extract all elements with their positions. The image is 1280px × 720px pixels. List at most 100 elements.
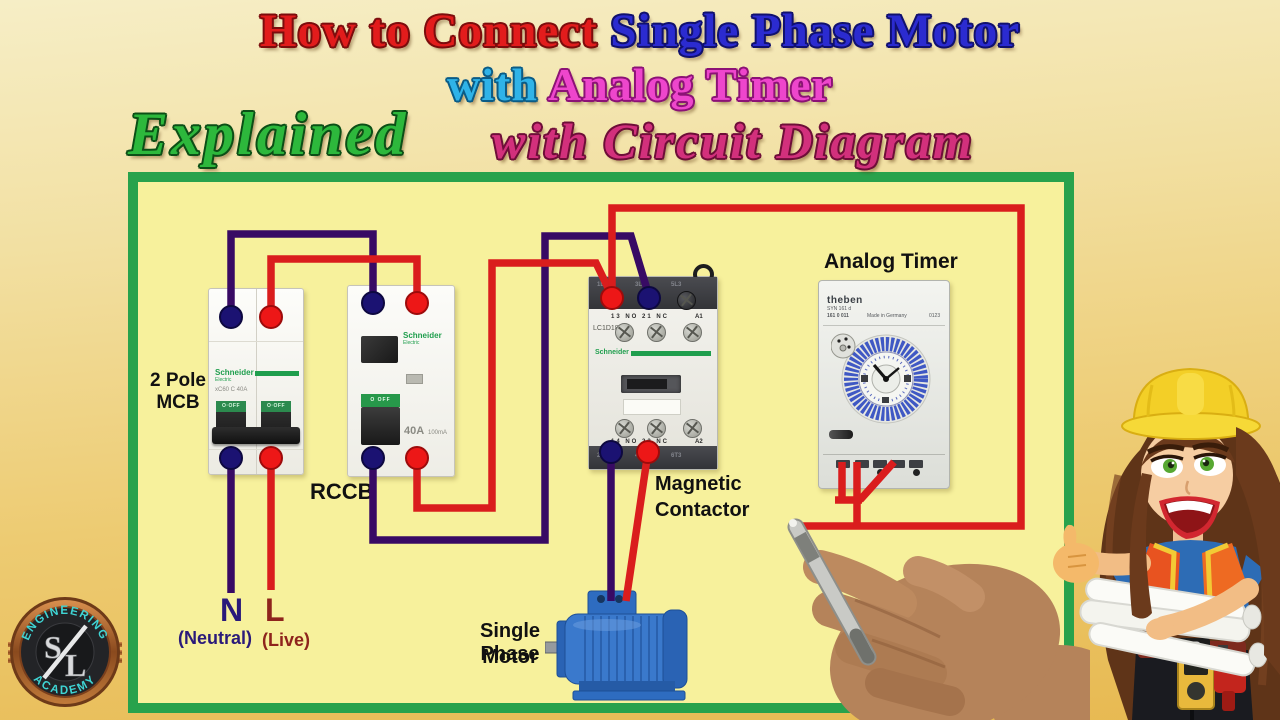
timer-terminal-l[interactable] [891, 460, 905, 468]
contactor-screw-a1 [615, 323, 634, 342]
eyes [1146, 442, 1230, 478]
mcb-device: Schneider Electric xC60 C 40A O·OFF O·OF… [208, 288, 304, 475]
contactor-screw-b2 [647, 419, 666, 438]
motor-end-cap [662, 609, 688, 689]
title-analog-timer: Analog Timer [547, 59, 833, 110]
timer-screw-dot-2 [913, 469, 920, 476]
pen [787, 518, 877, 666]
timer-separator [823, 325, 945, 326]
live-caption: (Live) [262, 630, 311, 650]
mcb-seam [256, 289, 257, 474]
timer-mode-switch[interactable] [829, 430, 853, 439]
mouth [1159, 496, 1220, 539]
rccb-rating: 40A [404, 425, 425, 437]
hair-front-right [1236, 427, 1280, 675]
title-how-to-connect: How to Connect [259, 5, 611, 57]
logo-monogram-l: L [65, 647, 86, 683]
mcb-toggle-left-cap: O·OFF [216, 401, 246, 412]
timer-part: 161 0 011 [827, 313, 849, 319]
hand-right [1146, 618, 1174, 640]
rccb-sensitivity: 100mA [428, 430, 448, 436]
logo-slash [42, 624, 88, 680]
contactor-screw-a3 [683, 323, 702, 342]
timer-screw-dot-1 [877, 469, 884, 476]
motor-base [572, 690, 686, 701]
rccb-toggle[interactable] [361, 407, 400, 445]
mcb-model: xC60 C 40A [215, 387, 248, 393]
contactor-aux-bot: 14 NO 22 NC [611, 439, 670, 445]
contactor-aux-bot-coil: A2 [695, 439, 703, 445]
contactor-device: 1L1 3L2 5L3 13 NO 21 NC A1 LC1D18 Schnei… [588, 264, 718, 470]
contactor-screw-a2 [647, 323, 666, 342]
mcb-green-bar [255, 371, 299, 376]
hair-front-left [1129, 473, 1152, 619]
motor-label-line1: Single Phase [479, 620, 540, 665]
contactor-aux-top: 13 NO 21 NC [611, 314, 670, 320]
mcb-seam-top [209, 341, 303, 342]
mcb-label-line1: 2 Pole [150, 370, 206, 391]
logo-monogram-s: S [44, 629, 62, 665]
timer-device: theben SYN 161 d 161 0 011 Made in Germa… [818, 280, 950, 489]
contactor-1l1: 1L1 [597, 282, 608, 288]
rccb-window [361, 336, 398, 363]
title-explained: Explained [128, 101, 409, 167]
contactor-screw-b3 [683, 419, 702, 438]
hard-hat [1121, 367, 1261, 440]
contactor-green-bar [631, 351, 711, 356]
title-with: with [447, 59, 548, 110]
title-with-circuit-diagram: with Circuit Diagram [492, 113, 974, 169]
arm-right [1153, 578, 1259, 638]
mcb-toggle-right-cap: O·OFF [261, 401, 291, 412]
pen-tip [789, 519, 797, 527]
contactor-bottom-band: 2T1 4T2 6T3 [589, 446, 717, 469]
mcb-label-line2: MCB [156, 392, 200, 413]
contactor-screw-b1 [615, 419, 634, 438]
rccb-indicator-slot [406, 374, 423, 384]
contactor-brand: Schneider [595, 349, 629, 356]
contactor-window [621, 375, 681, 393]
mcb-toggle-tiebar[interactable] [212, 427, 300, 444]
nose [1185, 480, 1191, 496]
contactor-5l3: 5L3 [671, 282, 682, 288]
timer-brand: theben [827, 295, 863, 306]
eyebrow-left [1146, 444, 1185, 455]
thumbs-up-hand [1053, 524, 1099, 583]
contactor-label-strip [623, 399, 681, 415]
rccb-brand: Schneider [403, 331, 442, 340]
title-line-1: How to Connect Single Phase Motor [0, 4, 1280, 58]
timer-terminal-3[interactable] [873, 460, 887, 468]
timer-terminal-n[interactable] [909, 460, 923, 468]
rccb-brand-sub: Electric [403, 340, 420, 346]
rccb-switch-band: O OFF [361, 394, 400, 407]
engineer-character [1053, 367, 1280, 720]
mcb-seam-bottom [209, 449, 303, 450]
timer-label: Analog Timer [824, 250, 958, 273]
mcb-brand-sub: Electric [215, 377, 232, 383]
neutral-letter: N [220, 592, 244, 628]
motor-label-line2: Motor [482, 646, 538, 668]
live-letter: L [265, 592, 285, 628]
rccb-device: Schneider Electric O OFF 40A 100mA [347, 285, 455, 477]
contactor-4t2: 4T2 [635, 453, 646, 459]
contactor-aux-top-coil: A1 [695, 314, 703, 320]
title-line-2: with Analog Timer [0, 58, 1280, 111]
timer-terminal-2[interactable] [855, 460, 869, 468]
drawing-hand [787, 518, 1090, 720]
timer-code: 0123 [929, 313, 941, 319]
rccb-label: RCCB [310, 479, 374, 504]
contactor-3l2: 3L2 [635, 282, 646, 288]
teeth [1166, 500, 1213, 514]
contactor-top-screw [677, 291, 696, 310]
timer-terminal-1[interactable] [836, 460, 850, 468]
hair-fringe [1141, 431, 1235, 467]
mcb-brand: Schneider [215, 368, 254, 377]
eyebrow-right [1192, 442, 1230, 453]
contactor-top-band: 1L1 3L2 5L3 [589, 277, 717, 309]
motor-graphic [545, 590, 688, 701]
channel-logo: ENGINEERING ACADEMY S L [8, 597, 122, 707]
contactor-label-line2: Contactor [655, 499, 750, 521]
timer-dial[interactable] [831, 331, 937, 431]
thumb [1063, 524, 1077, 551]
contactor-6t3: 6T3 [671, 453, 682, 459]
